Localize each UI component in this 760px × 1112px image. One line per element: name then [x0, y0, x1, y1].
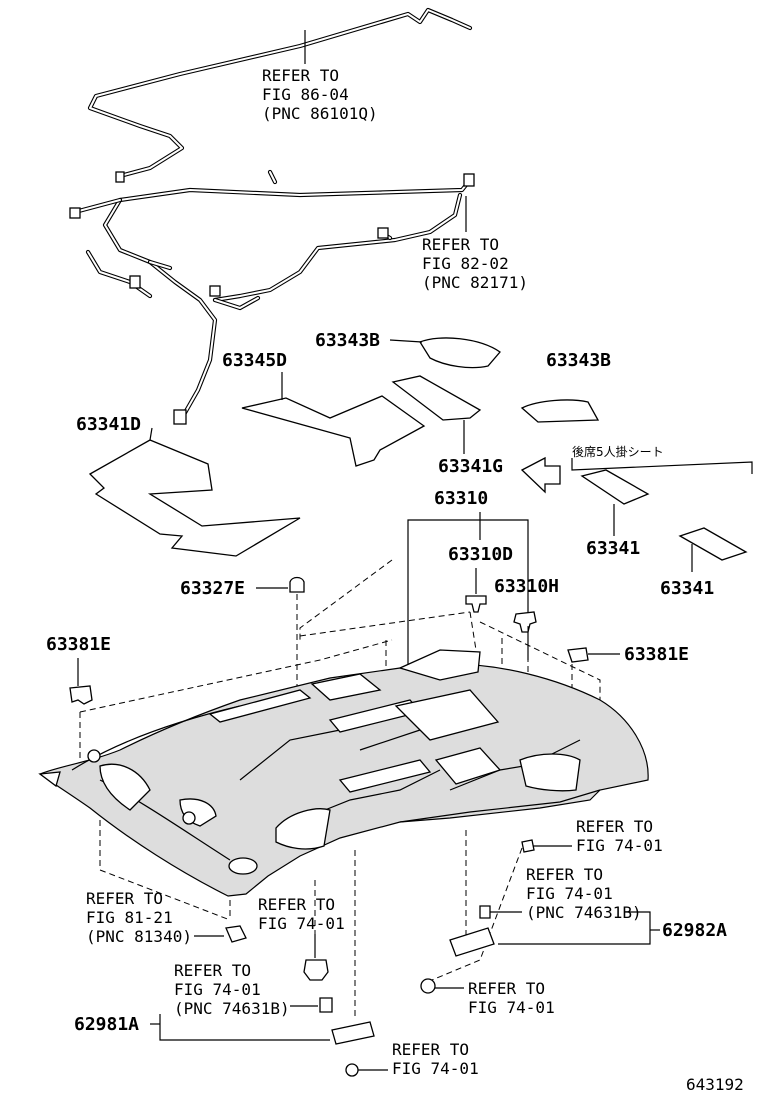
ref-74-e-line-1: REFER TO — [468, 979, 545, 998]
ref-74-d-line-2: FIG 74-01 — [174, 980, 261, 999]
clip-ref-74-a — [521, 839, 535, 853]
ref-82-label: REFER TO FIG 82-02 (PNC 82171) — [422, 235, 528, 292]
ref-86-label: REFER TO FIG 86-04 (PNC 86101Q) — [262, 66, 378, 123]
bracket-63310 — [407, 519, 529, 672]
pad-63341-b — [678, 527, 748, 561]
part-63341d-label: 63341D — [76, 414, 141, 435]
clip-63327e — [289, 576, 305, 593]
ref-81-line-1: REFER TO — [86, 889, 163, 908]
clip-63381e-right — [567, 647, 589, 663]
ref-81-line-2: FIG 81-21 — [86, 908, 173, 927]
lamp-62981a — [331, 1021, 375, 1045]
ref-74-c-label: REFER TO FIG 74-01 — [258, 895, 345, 933]
ref-86-line-3: (PNC 86101Q) — [262, 104, 378, 123]
ref-74-b-line-2: FIG 74-01 — [526, 884, 613, 903]
screw-ref-74-f — [345, 1063, 359, 1077]
clip-ref-81 — [225, 925, 247, 943]
leader-63341d — [149, 427, 153, 441]
pad-63343b-front — [419, 337, 501, 369]
part-62982a-label: 62982A — [662, 920, 727, 941]
ref-81-line-3: (PNC 81340) — [86, 927, 192, 946]
ref-74-e-line-2: FIG 74-01 — [468, 998, 555, 1017]
part-63381e-label-left: 63381E — [46, 634, 111, 655]
part-63310-label: 63310 — [434, 488, 488, 509]
ref-74-e-label: REFER TO FIG 74-01 — [468, 979, 555, 1017]
ref-74-c-line-1: REFER TO — [258, 895, 335, 914]
ref-74-d-line-3: (PNC 74631B) — [174, 999, 290, 1018]
clip-ref-74-c — [303, 959, 329, 981]
bracket-62981a — [159, 1014, 330, 1041]
clip-63310h — [513, 611, 537, 633]
ref-74-f-label: REFER TO FIG 74-01 — [392, 1040, 479, 1078]
ref-74-b-label: REFER TO FIG 74-01 (PNC 74631B) — [526, 865, 642, 922]
part-63343b-label-2: 63343B — [546, 350, 611, 371]
part-63310h-label: 63310H — [494, 576, 559, 597]
clip-ref-74-d — [319, 997, 333, 1013]
pad-63341d — [88, 439, 301, 557]
jp-note: 後席5人掛シート — [572, 444, 664, 459]
ref-86-line-1: REFER TO — [262, 66, 339, 85]
ref-74-f-line-2: FIG 74-01 — [392, 1059, 479, 1078]
ref-74-a-label: REFER TO FIG 74-01 — [576, 817, 663, 855]
ref-81-label: REFER TO FIG 81-21 (PNC 81340) — [86, 889, 192, 946]
bracket-62982a — [498, 911, 651, 945]
part-63341-label-1: 63341 — [586, 538, 640, 559]
ref-82-line-3: (PNC 82171) — [422, 273, 528, 292]
roof-headliner — [38, 649, 649, 897]
jp-note-bracket — [571, 458, 753, 474]
diagram-id: 643192 — [686, 1075, 744, 1094]
part-63343b-label-1: 63343B — [315, 330, 380, 351]
part-63310d-label: 63310D — [448, 544, 513, 565]
ref-74-d-label: REFER TO FIG 74-01 (PNC 74631B) — [174, 961, 290, 1018]
part-63345d-label: 63345D — [222, 350, 287, 371]
ref-74-b-line-1: REFER TO — [526, 865, 603, 884]
ref-74-f-line-1: REFER TO — [392, 1040, 469, 1059]
clip-63310d — [465, 595, 487, 613]
ref-82-line-2: FIG 82-02 — [422, 254, 509, 273]
ref-74-a-line-1: REFER TO — [576, 817, 653, 836]
roof-wire-harness — [69, 7, 475, 425]
ref-74-b-line-3: (PNC 74631B) — [526, 903, 642, 922]
ref-86-line-2: FIG 86-04 — [262, 85, 349, 104]
direction-arrow — [520, 456, 561, 494]
part-63341-label-2: 63341 — [660, 578, 714, 599]
pad-63341g — [391, 375, 482, 421]
lamp-62982a — [449, 927, 495, 957]
part-62981a-label: 62981A — [74, 1014, 139, 1035]
clip-ref-74-b — [479, 905, 491, 919]
part-63381e-label-right: 63381E — [624, 644, 689, 665]
clip-63381e-left — [69, 685, 93, 705]
part-63341g-label: 63341G — [438, 456, 503, 477]
part-63327e-label: 63327E — [180, 578, 245, 599]
screw-ref-74-e — [420, 978, 436, 994]
projection-lines — [79, 559, 601, 1020]
ref-82-line-1: REFER TO — [422, 235, 499, 254]
pad-63345d — [241, 395, 426, 467]
pad-63343b-rear — [520, 399, 600, 423]
leader-63343b-1 — [389, 339, 423, 343]
pad-63341-a — [580, 469, 650, 505]
ref-74-d-line-1: REFER TO — [174, 961, 251, 980]
ref-74-c-line-2: FIG 74-01 — [258, 914, 345, 933]
ref-74-a-line-2: FIG 74-01 — [576, 836, 663, 855]
